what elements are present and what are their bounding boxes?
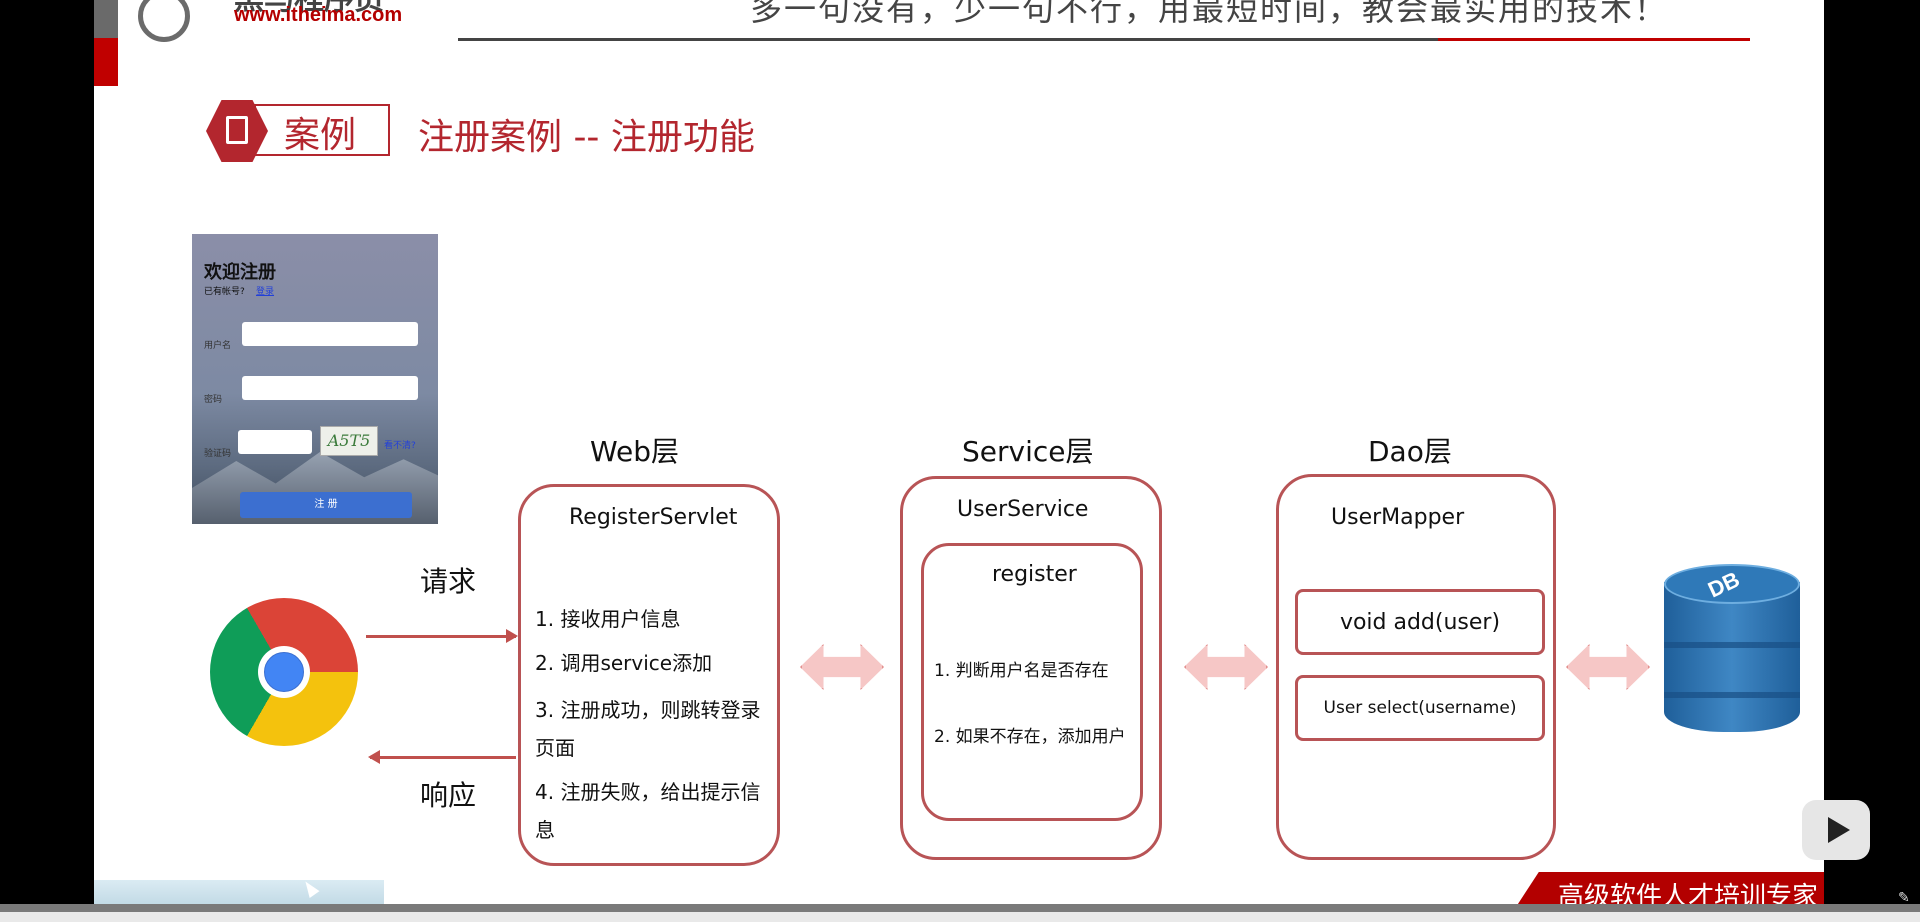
response-label: 响应	[420, 779, 477, 812]
dao-layer-box: UserMapper void add(user) User select(us…	[1276, 474, 1556, 860]
database-band	[1664, 642, 1800, 648]
change-captcha-link: 看不清?	[384, 441, 416, 451]
slogan: 多一句没有，少一句不行，用最短时间，教会最实用的技术！	[750, 0, 1669, 28]
register-title: 欢迎注册	[204, 262, 276, 283]
case-badge-label: 案例	[284, 115, 357, 156]
page-title: 注册案例 -- 注册功能	[418, 117, 755, 158]
web-step-3: 3. 注册成功，则跳转登录页面	[535, 698, 761, 760]
password-label: 密码	[204, 395, 223, 405]
logo: 黑马程序员 www.itheima.com	[138, 0, 438, 42]
login-link: 登录	[256, 287, 275, 297]
response-arrow	[368, 750, 516, 764]
register-page-screenshot: 欢迎注册 已有帐号? 登录 用户名 密码 验证码 A5T5 看不清? 注 册	[192, 234, 438, 524]
add-method-box: void add(user)	[1295, 589, 1545, 655]
logo-url: www.itheima.com	[234, 4, 403, 26]
service-dao-double-arrow	[1184, 644, 1268, 690]
database-body	[1664, 582, 1800, 732]
service-name: UserService	[957, 497, 1089, 522]
web-layer-title: Web层	[590, 435, 680, 468]
service-step-1: 1. 判断用户名是否存在	[934, 661, 1109, 681]
play-icon	[1828, 817, 1850, 843]
player-control-strip	[0, 912, 1920, 922]
captcha-label: 验证码	[204, 449, 232, 459]
select-method-box: User select(username)	[1295, 675, 1545, 741]
document-icon	[226, 116, 248, 144]
pin-icon[interactable]: ✎	[1898, 890, 1910, 906]
service-step-2: 2. 如果不存在，添加用户	[934, 727, 1126, 747]
username-label: 用户名	[204, 341, 232, 351]
register-method-box: register 1. 判断用户名是否存在 2. 如果不存在，添加用户	[921, 543, 1143, 821]
database-band	[1664, 692, 1800, 698]
web-layer-box: RegisterServlet 1. 接收用户信息 2. 调用service添加…	[518, 484, 780, 866]
slide: 黑马程序员 www.itheima.com 多一句没有，少一句不行，用最短时间，…	[94, 0, 1824, 922]
select-method: User select(username)	[1323, 698, 1517, 718]
service-layer-box: UserService register 1. 判断用户名是否存在 2. 如果不…	[900, 476, 1162, 860]
database-icon: DB	[1664, 564, 1800, 752]
captcha-field	[238, 430, 312, 454]
chrome-core	[264, 652, 304, 692]
web-step-2: 2. 调用service添加	[535, 651, 713, 675]
mapper-name: UserMapper	[1331, 505, 1465, 530]
right-black-border	[1824, 0, 1920, 922]
request-label: 请求	[420, 565, 477, 598]
web-step-1: 1. 接收用户信息	[535, 607, 681, 631]
account-hint: 已有帐号?	[204, 287, 245, 297]
header-divider-accent	[1438, 38, 1750, 41]
corner-grey-block	[94, 0, 118, 38]
web-service-double-arrow	[800, 644, 884, 690]
username-field	[242, 322, 418, 346]
dao-layer-title: Dao层	[1368, 435, 1452, 468]
register-submit-button: 注 册	[240, 492, 412, 518]
play-button[interactable]	[1802, 800, 1870, 860]
footer-banner	[1514, 872, 1824, 910]
captcha-image: A5T5	[320, 426, 378, 456]
dao-db-double-arrow	[1566, 644, 1650, 690]
header-divider	[458, 38, 1750, 41]
add-method: void add(user)	[1339, 609, 1501, 635]
service-layer-title: Service层	[962, 435, 1094, 468]
servlet-name: RegisterServlet	[569, 505, 738, 530]
corner-red-block	[94, 38, 118, 86]
register-method-name: register	[992, 562, 1077, 587]
web-step-4: 4. 注册失败，给出提示信息	[535, 780, 761, 842]
request-arrow	[366, 629, 518, 643]
logo-title: 黑马程序员	[234, 0, 384, 18]
database-top	[1664, 564, 1800, 604]
video-progress-fill	[0, 904, 1920, 912]
logo-icon	[138, 0, 190, 42]
password-field	[242, 376, 418, 400]
